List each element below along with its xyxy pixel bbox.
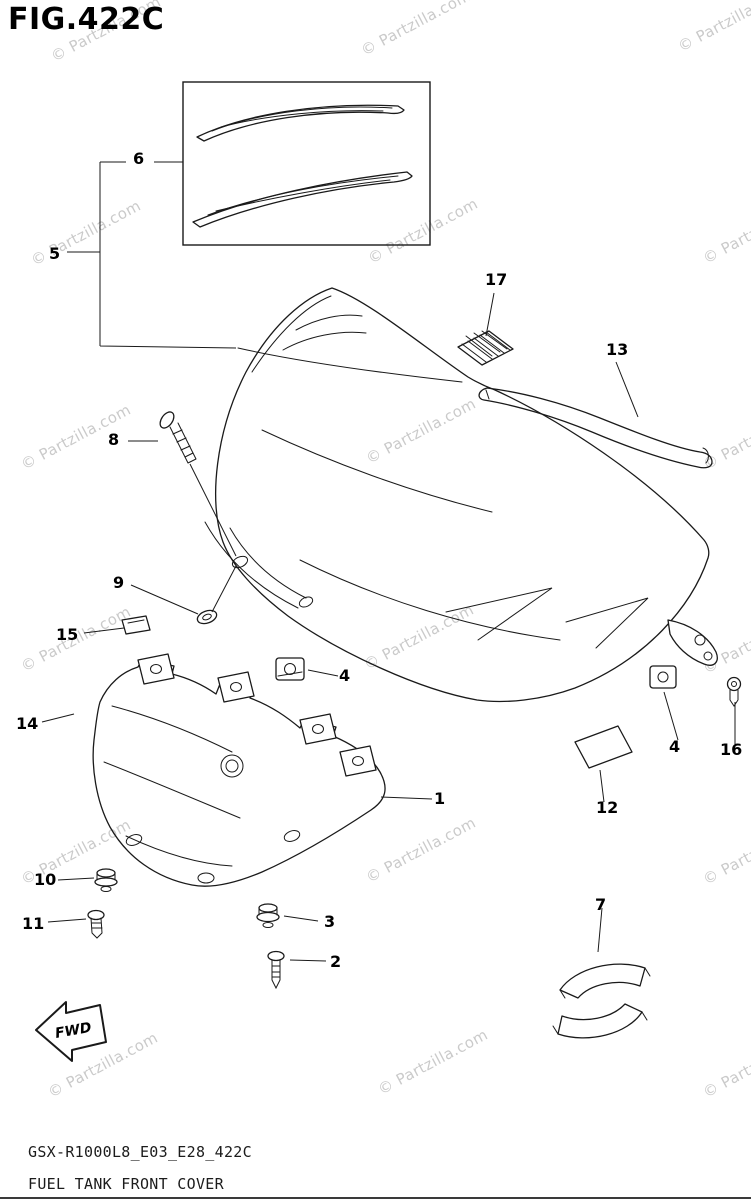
callout-1: 1: [434, 789, 446, 808]
callout-2: 2: [330, 952, 342, 971]
footer-model-code: GSX-R1000L8_E03_E28_422C: [28, 1143, 252, 1161]
callout-15: 15: [56, 625, 79, 644]
clip-nut-part4-right: [649, 665, 677, 689]
callout-9: 9: [113, 573, 125, 592]
leader-lines: [41, 161, 736, 962]
grommet-part3: [256, 903, 280, 928]
callout-14: 14: [16, 714, 39, 733]
screw-part2: [267, 950, 285, 990]
screw-part8: [159, 411, 197, 464]
screw-part11: [87, 909, 105, 939]
washer-part9: [196, 609, 218, 625]
clip-nut-part4-left: [275, 657, 305, 681]
decal-box-part6: [182, 81, 431, 246]
callout-5: 5: [49, 244, 61, 263]
rivet-part16: [726, 676, 742, 707]
callout-3: 3: [324, 912, 336, 931]
grommet-part10: [94, 868, 118, 892]
callout-4a: 4: [339, 666, 351, 685]
callout-16: 16: [720, 740, 743, 759]
callout-7: 7: [595, 895, 607, 914]
figure-title: FIG.422C: [8, 2, 165, 37]
cushion-part12: [574, 725, 633, 769]
bottom-rule: [0, 1197, 751, 1199]
footer-caption: FUEL TANK FRONT COVER: [28, 1175, 224, 1193]
trim-strip-part13: [478, 387, 713, 469]
heat-shield-part1: [92, 653, 386, 887]
callout-6: 6: [133, 149, 145, 168]
suzuki-emblem-part7: [552, 963, 651, 1039]
callout-4b: 4: [669, 737, 681, 756]
callout-17: 17: [485, 270, 508, 289]
cushion-part17: [457, 330, 514, 366]
fuel-tank-cover-part5: [204, 287, 718, 703]
fwd-arrow: FWD: [35, 1001, 107, 1062]
clip-part15: [121, 615, 151, 635]
callout-12: 12: [596, 798, 619, 817]
fwd-label: FWD: [54, 1020, 93, 1042]
callout-11: 11: [22, 914, 45, 933]
callout-13: 13: [606, 340, 629, 359]
callout-8: 8: [108, 430, 120, 449]
callout-10: 10: [34, 870, 57, 889]
